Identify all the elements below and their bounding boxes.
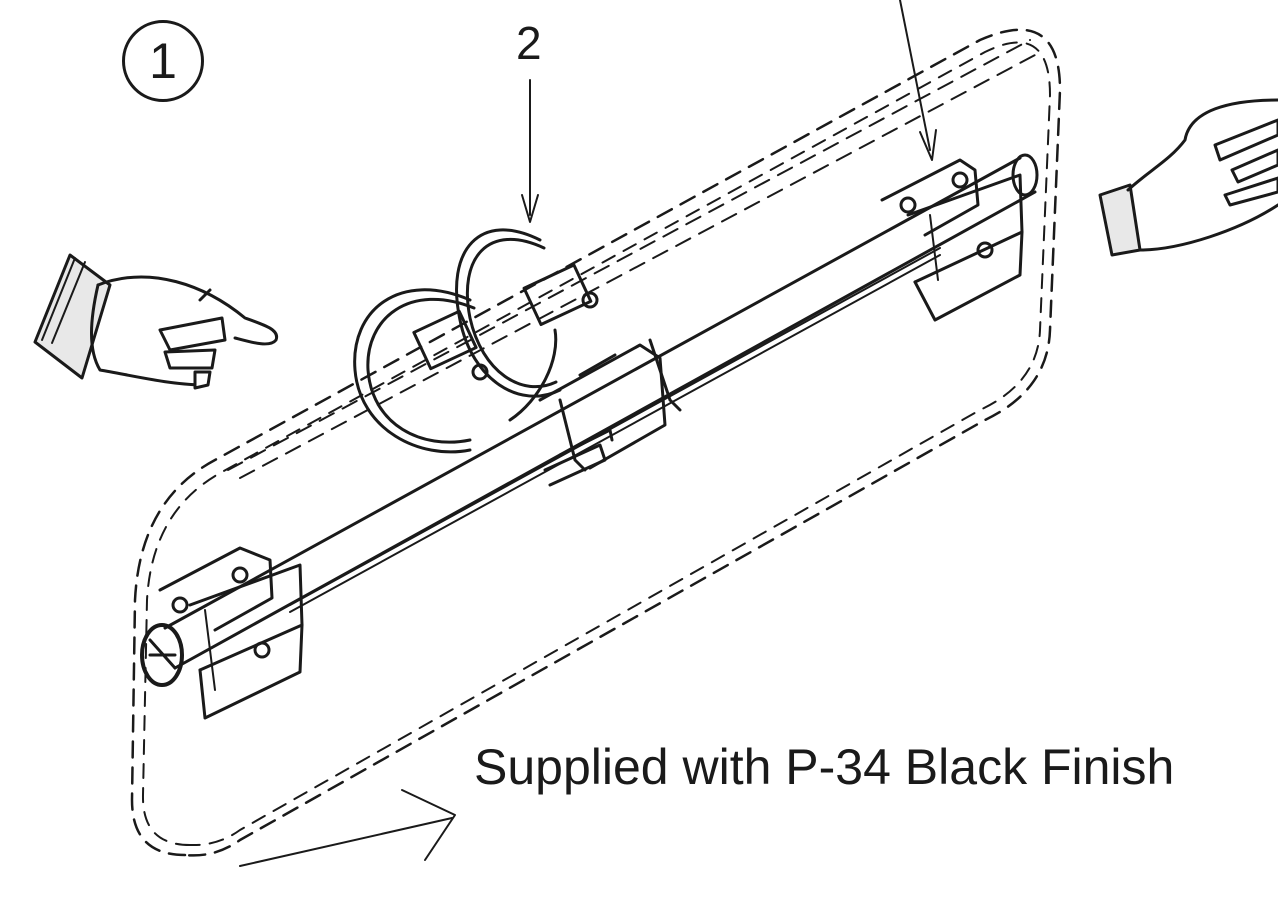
callout-2-leader xyxy=(521,79,539,223)
right-hand-pushing-icon xyxy=(1098,98,1278,257)
step-number: 1 xyxy=(149,33,177,89)
left-hand-pointing-icon xyxy=(33,253,279,390)
right-bracket xyxy=(880,158,1024,322)
center-clamp xyxy=(538,338,682,487)
ring-holder-right xyxy=(455,228,599,422)
panel-top-edge-2 xyxy=(239,54,1036,479)
rod-end-cap xyxy=(140,623,184,687)
step-number-badge: 1 xyxy=(122,20,204,102)
panel-top-edge xyxy=(227,39,1031,471)
panel-outline xyxy=(130,28,1062,857)
mounting-rod xyxy=(163,153,1039,670)
direction-arrow xyxy=(239,789,456,867)
callout-number: 2 xyxy=(516,17,542,69)
left-bracket xyxy=(158,546,304,720)
finish-caption: Supplied with P-34 Black Finish xyxy=(474,739,1175,795)
panel-outline-inner xyxy=(141,41,1051,847)
callout-top-leader xyxy=(899,0,937,161)
ring-holder-left xyxy=(353,288,489,454)
